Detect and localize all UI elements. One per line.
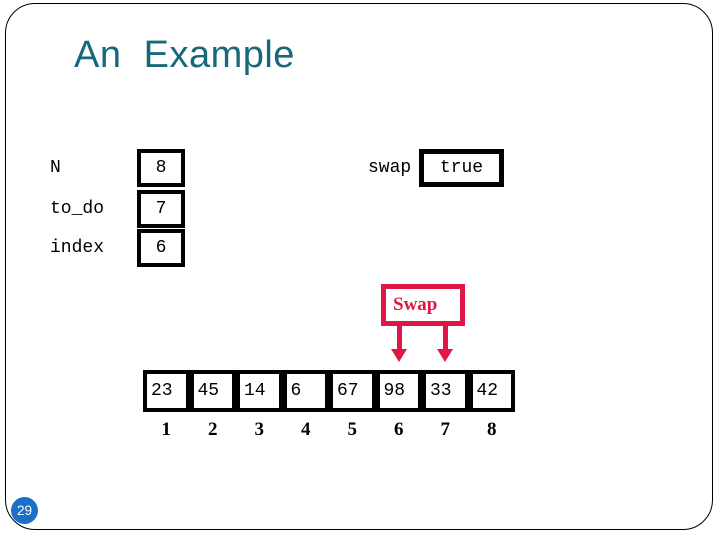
array-index-label-5: 5 bbox=[347, 419, 358, 440]
array-cell-7: 33 bbox=[418, 374, 465, 408]
swap-callout-box: Swap bbox=[381, 284, 465, 326]
down-arrow-icon bbox=[437, 349, 453, 362]
array-row: 23 45 14 6 67 98 33 42 bbox=[143, 370, 515, 412]
array-index-label-2: 2 bbox=[208, 419, 218, 440]
variable-box-n: 8 bbox=[137, 149, 185, 187]
variable-value-index: 6 bbox=[155, 238, 167, 258]
down-arrow-icon bbox=[397, 326, 402, 349]
variable-box-index: 6 bbox=[137, 229, 185, 267]
array-indices: 1 2 3 4 5 6 7 8 bbox=[143, 419, 515, 441]
page-number-badge: 29 bbox=[11, 497, 38, 524]
variable-label-to-do: to_do bbox=[50, 199, 105, 219]
array-cell-5: 67 bbox=[325, 374, 372, 408]
array-index-label-7: 7 bbox=[440, 419, 451, 440]
down-arrow-icon bbox=[391, 349, 407, 362]
array-index-label-6: 6 bbox=[394, 419, 404, 440]
page-title: An Example bbox=[74, 34, 295, 76]
down-arrow-icon bbox=[443, 326, 448, 349]
swap-flag-value-box: true bbox=[419, 149, 504, 187]
array-index-label-1: 1 bbox=[161, 419, 172, 440]
variable-box-to-do: 7 bbox=[137, 190, 185, 228]
array-cell-1: 23 bbox=[151, 381, 173, 401]
array-cell-8: 42 bbox=[464, 374, 512, 408]
swap-flag-label: swap bbox=[368, 158, 412, 178]
array-cell-2: 45 bbox=[185, 374, 233, 408]
swap-flag-value: true bbox=[439, 158, 484, 178]
variable-label-n: N bbox=[50, 158, 61, 178]
slide-border bbox=[5, 3, 713, 530]
variable-value-to-do: 7 bbox=[155, 199, 167, 219]
array-index-label-4: 4 bbox=[301, 419, 311, 440]
array-cell-3: 14 bbox=[232, 374, 279, 408]
array-cell-6: 98 bbox=[371, 374, 419, 408]
array-cell-4: 6 bbox=[278, 374, 326, 408]
variable-label-index: index bbox=[50, 238, 105, 258]
array-index-label-3: 3 bbox=[254, 419, 265, 440]
array-index-label-8: 8 bbox=[487, 419, 497, 440]
swap-callout-label: Swap bbox=[393, 294, 438, 315]
variable-value-n: 8 bbox=[155, 158, 167, 178]
